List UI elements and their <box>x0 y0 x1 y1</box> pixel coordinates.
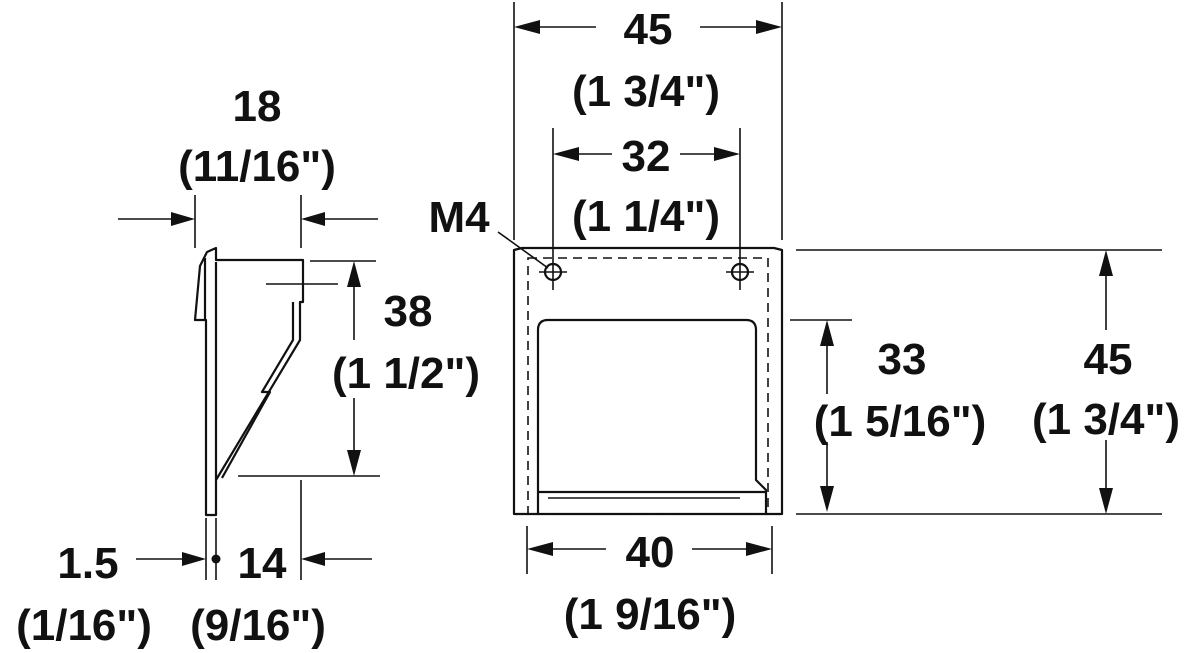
front-spacing-metric: 32 <box>622 132 671 181</box>
front-height-imperial: (1 3/4") <box>1032 395 1180 444</box>
thread-label: M4 <box>428 193 490 242</box>
side-thickness-imperial: (1/16") <box>16 601 152 650</box>
side-profile-rib <box>221 302 295 479</box>
side-width-metric: 18 <box>233 82 282 131</box>
front-opening-imperial: (1 5/16") <box>814 397 987 446</box>
front-width-imperial: (1 3/4") <box>572 67 720 116</box>
dimension-dot-icon <box>211 554 221 564</box>
front-opening <box>536 318 768 514</box>
front-view: M4 <box>428 193 784 516</box>
dim-side-width: 18 (11/16") <box>118 82 378 248</box>
dim-front-overall-width: 45 (1 3/4") <box>513 2 783 240</box>
front-height-metric: 45 <box>1084 335 1133 384</box>
dim-side-height: 38 (1 1/2") <box>238 260 480 477</box>
mounting-hole-right-icon <box>726 258 754 290</box>
front-width-metric: 45 <box>624 5 673 54</box>
m4-leader <box>497 231 549 269</box>
dim-front-opening-height: 33 (1 5/16") <box>790 319 987 512</box>
side-width-imperial: (11/16") <box>178 142 336 191</box>
front-hidden-outline <box>527 257 769 515</box>
side-profile-outline <box>193 246 305 517</box>
mounting-hole-left-icon <box>539 258 567 290</box>
side-depth-metric: 14 <box>238 539 287 588</box>
side-view <box>193 246 338 517</box>
front-bottom-imperial: (1 9/16") <box>564 590 737 639</box>
front-spacing-imperial: (1 1/4") <box>572 192 720 241</box>
side-thickness-metric: 1.5 <box>57 539 118 588</box>
side-depth-imperial: (9/16") <box>190 601 326 650</box>
dim-front-bottom-width: 40 (1 9/16") <box>526 526 773 639</box>
front-bottom-metric: 40 <box>626 528 675 577</box>
front-outline <box>512 246 784 516</box>
side-height-imperial: (1 1/2") <box>332 349 480 398</box>
dim-front-overall-height: 45 (1 3/4") <box>796 249 1180 515</box>
dim-front-hole-spacing: 32 (1 1/4") <box>552 128 741 258</box>
side-height-metric: 38 <box>384 287 433 336</box>
front-opening-metric: 33 <box>878 335 927 384</box>
dim-side-bottom: 1.5 (1/16") 14 (9/16") <box>16 480 372 650</box>
